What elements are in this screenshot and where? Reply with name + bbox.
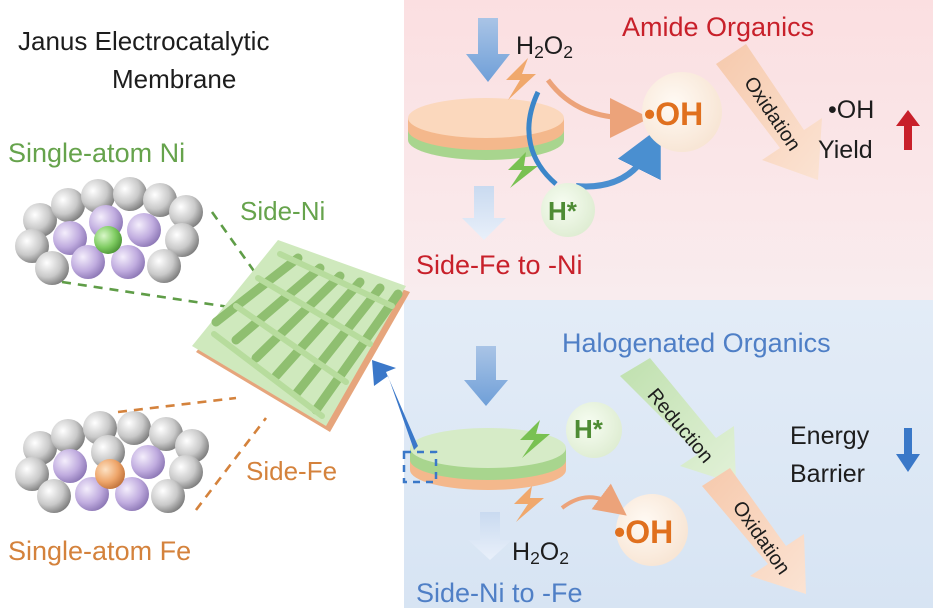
amide-organics-heading: Amide Organics (622, 12, 815, 42)
title-line-2: Membrane (112, 64, 237, 94)
disc-to-membrane-arrow (372, 360, 418, 450)
bottom-oxidation-arrow (702, 468, 806, 594)
top-h2o2-to-oh-arrow (545, 78, 650, 138)
top-orange-lightning-icon (506, 58, 536, 100)
fe-leader-line-lower (194, 417, 268, 511)
bottom-green-lightning-icon (520, 420, 550, 458)
bottom-electrode-disc (410, 428, 566, 490)
top-oh-radical: •OH (644, 96, 704, 132)
barrier-down-arrow-icon (896, 428, 920, 472)
bottom-orange-lightning-icon (514, 486, 544, 522)
dashed-bracket (402, 450, 438, 484)
fe-atom-cluster (15, 411, 209, 513)
top-outgoing-arrow (462, 186, 506, 240)
top-direction-label: Side-Fe to -Ni (416, 250, 583, 280)
side-fe-label: Side-Fe (246, 456, 338, 486)
bottom-oh-radical: •OH (614, 514, 674, 550)
bottom-incoming-arrow (464, 346, 508, 406)
top-result-line-2: Yield (818, 136, 873, 164)
side-ni-label: Side-Ni (240, 196, 326, 226)
bottom-direction-label: Side-Ni to -Fe (416, 578, 583, 608)
bottom-outgoing-arrow (468, 512, 512, 560)
ni-atom-label: Single-atom Ni (8, 138, 186, 168)
yield-up-arrow-icon (896, 110, 920, 150)
ni-leader-line-lower (61, 280, 237, 310)
top-h2o2-to-h-arrow (526, 90, 558, 186)
top-electrode-disc (408, 98, 564, 160)
bottom-result-line-2: Barrier (790, 460, 866, 488)
bottom-h2o2-to-oh-arrow (560, 483, 627, 516)
bottom-oh-bubble (616, 494, 688, 566)
top-h-star: H* (548, 196, 577, 226)
top-h-bubble (541, 183, 595, 237)
bottom-h-bubble (566, 402, 622, 458)
top-h-to-oh-arrow (575, 126, 661, 190)
bottom-h2o2-label: H2O2 (512, 538, 569, 568)
title-line-1: Janus Electrocatalytic (18, 26, 270, 56)
ni-atom-cluster (15, 177, 203, 285)
top-green-lightning-icon (508, 152, 538, 188)
halogenated-organics-heading: Halogenated Organics (562, 328, 831, 358)
top-oxidation-arrow (716, 44, 822, 180)
fe-atom-label: Single-atom Fe (8, 536, 192, 566)
top-h2o2-label: H2O2 (516, 32, 573, 62)
fe-leader-line-upper (117, 396, 237, 414)
bottom-result-line-1: Energy (790, 422, 870, 450)
top-oh-bubble (642, 72, 722, 152)
top-incoming-arrow (466, 18, 510, 82)
membrane-mesh (192, 240, 410, 432)
bottom-reduction-arrow (620, 358, 736, 484)
top-result-line-1: •OH (828, 96, 875, 124)
bottom-h-star: H* (574, 414, 603, 444)
